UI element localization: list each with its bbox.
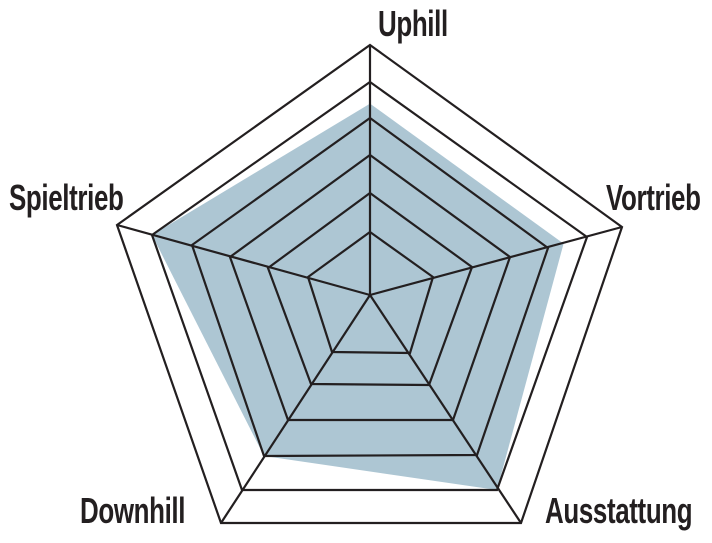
radar-grid [115,43,624,525]
axis-label-vortrieb: Vortrieb [606,177,701,218]
axis-label-spieltrieb: Spieltrieb [9,177,124,218]
axis-spoke [116,223,371,297]
grid-ring [306,230,435,355]
axis-spoke [369,225,623,297]
grid-ring [266,191,474,387]
grid-ring [150,80,589,492]
axis-label-uphill: Uphill [378,3,448,44]
axis-label-downhill: Downhill [80,490,186,531]
axis-spoke [220,294,371,524]
grid-ring [190,116,550,458]
data-area [152,103,564,490]
grid-ring [115,43,624,525]
axis-label-ausstattung: Ausstattung [545,490,693,531]
grid-ring [228,153,512,422]
axis-spoke [369,294,522,524]
